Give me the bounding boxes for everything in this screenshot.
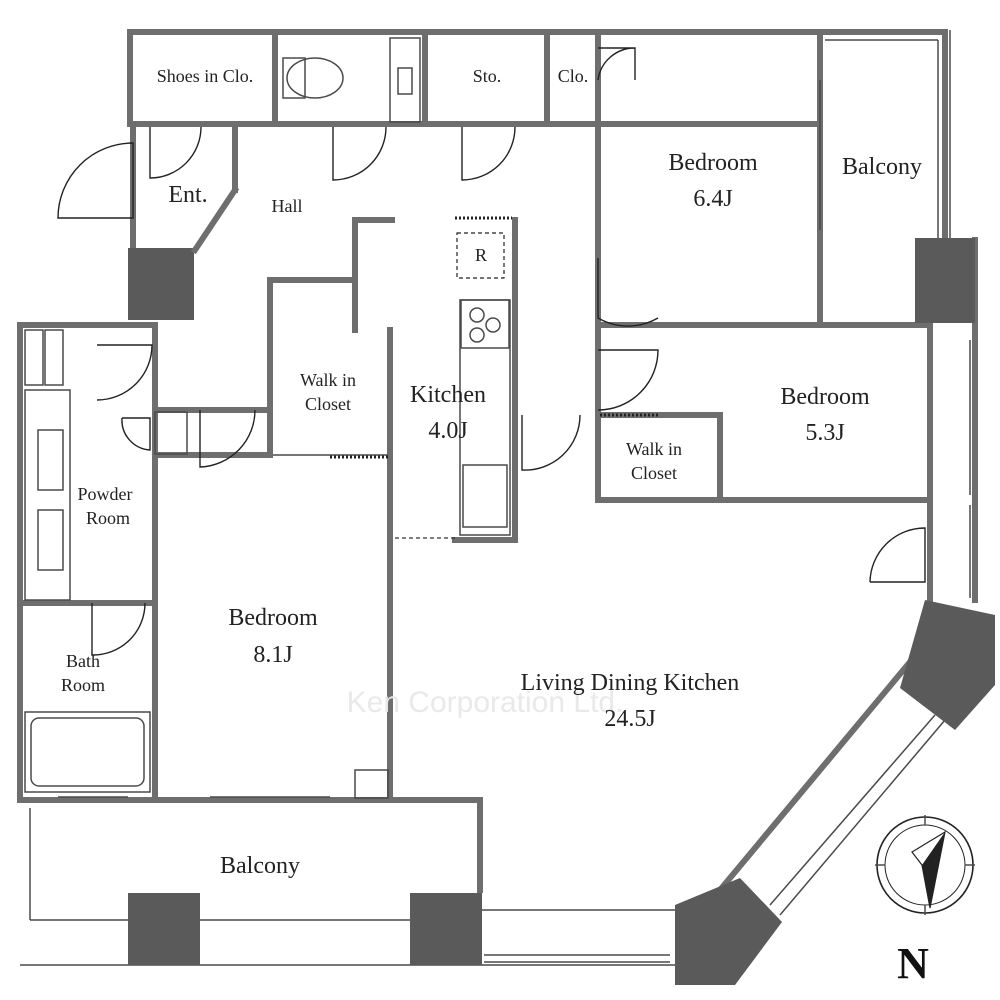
label-shoes-closet: Shoes in Clo.	[157, 66, 254, 86]
label-bedroom-ne: Bedroom	[668, 150, 758, 176]
label-storage: Sto.	[473, 66, 502, 86]
label-bath-room: Bath	[66, 651, 100, 671]
label-balcony-south: Balcony	[220, 853, 300, 879]
label-ldk-size: 24.5J	[604, 706, 655, 732]
fridge-box	[456, 232, 505, 279]
label-walkin-closet-2b: Closet	[631, 463, 677, 483]
fixtures	[24, 37, 971, 799]
compass-needle-dark	[922, 832, 945, 908]
doors	[57, 47, 926, 656]
label-bedroom-e: Bedroom	[780, 384, 870, 410]
label-closet: Clo.	[558, 66, 589, 86]
label-fridge: R	[475, 245, 487, 265]
label-walkin-closet-1: Walk in	[300, 370, 356, 390]
label-bath-room-b: Room	[61, 675, 105, 695]
label-kitchen-size: 4.0J	[428, 418, 467, 444]
label-kitchen: Kitchen	[410, 382, 486, 408]
label-walkin-closet-1b: Closet	[305, 394, 351, 414]
walls	[17, 29, 978, 966]
compass-north-label: N	[897, 939, 929, 988]
label-balcony-east: Balcony	[842, 154, 922, 180]
label-bedroom-ne-size: 6.4J	[693, 186, 732, 212]
room-labels: Shoes in Clo. Sto. Clo. Ent. Hall Bedroo…	[61, 66, 922, 879]
label-walkin-closet-2: Walk in	[626, 439, 682, 459]
compass-needle-light	[911, 830, 946, 909]
label-powder-room-b: Room	[86, 508, 130, 528]
watermark: Ken Corporation Ltd.	[347, 686, 624, 719]
compass: N	[875, 815, 975, 988]
label-powder-room: Powder	[78, 484, 133, 504]
label-entrance: Ent.	[168, 182, 207, 208]
label-bedroom-w: Bedroom	[228, 605, 318, 631]
label-bedroom-e-size: 5.3J	[805, 420, 844, 446]
label-ldk: Living Dining Kitchen	[521, 670, 740, 696]
label-hall: Hall	[272, 196, 303, 216]
label-bedroom-w-size: 8.1J	[253, 642, 292, 668]
columns	[128, 238, 995, 985]
